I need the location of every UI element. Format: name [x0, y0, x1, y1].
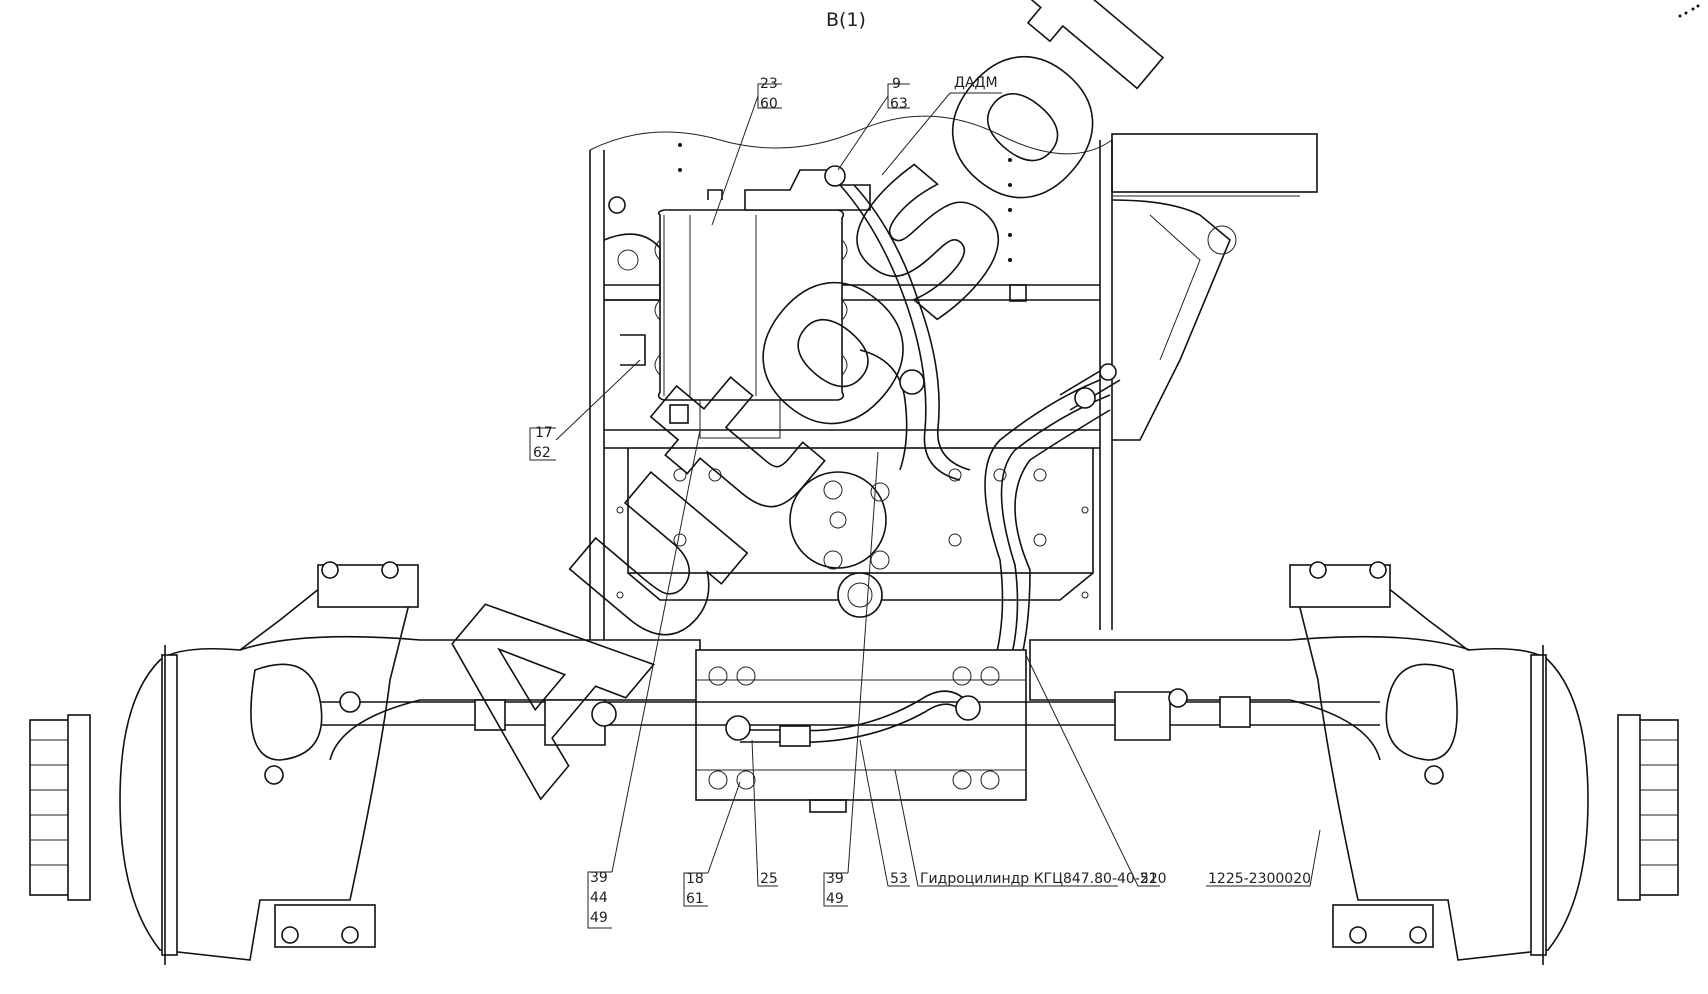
- callout-39a: 39: [590, 870, 608, 886]
- callout-52: 52: [1140, 871, 1158, 887]
- hydraulic-tank: [654, 165, 871, 439]
- view-label: B(1): [826, 9, 866, 31]
- hydraulic-hoses: [839, 184, 1121, 706]
- callout-53: 53: [890, 871, 908, 887]
- callout-cylinder: Гидроцилиндр КГЦ847.80-40-210: [920, 871, 1167, 887]
- callout-17: 17: [535, 425, 553, 441]
- callout-49b: 49: [826, 891, 844, 907]
- left-wheel-hub: [29, 561, 419, 965]
- callout-49a: 49: [590, 910, 608, 926]
- corner-mark-icon: [1678, 4, 1700, 18]
- callout-dadm: ДАДМ: [954, 75, 998, 91]
- callout-labels: 23 60 9 63 ДАДМ 17 62 39 44 49 18 61 25 …: [533, 75, 1311, 926]
- callout-assembly: 1225-2300020: [1208, 871, 1311, 887]
- callout-18: 18: [686, 871, 704, 887]
- hydraulic-cylinder: [725, 690, 981, 747]
- callout-62: 62: [533, 445, 551, 461]
- callout-leaders: [529, 83, 1321, 929]
- callout-44: 44: [590, 890, 608, 906]
- callout-25: 25: [760, 871, 778, 887]
- callout-60: 60: [760, 96, 778, 112]
- callout-61: 61: [686, 891, 704, 907]
- tie-rod: [280, 688, 1380, 746]
- callout-63: 63: [890, 96, 908, 112]
- callout-23: 23: [760, 76, 778, 92]
- right-wheel-hub: [1289, 561, 1679, 965]
- central-hub: [789, 471, 890, 618]
- right-linkage: [1111, 199, 1237, 441]
- callout-9: 9: [892, 76, 901, 92]
- left-bracket: [603, 196, 661, 366]
- callout-39b: 39: [826, 871, 844, 887]
